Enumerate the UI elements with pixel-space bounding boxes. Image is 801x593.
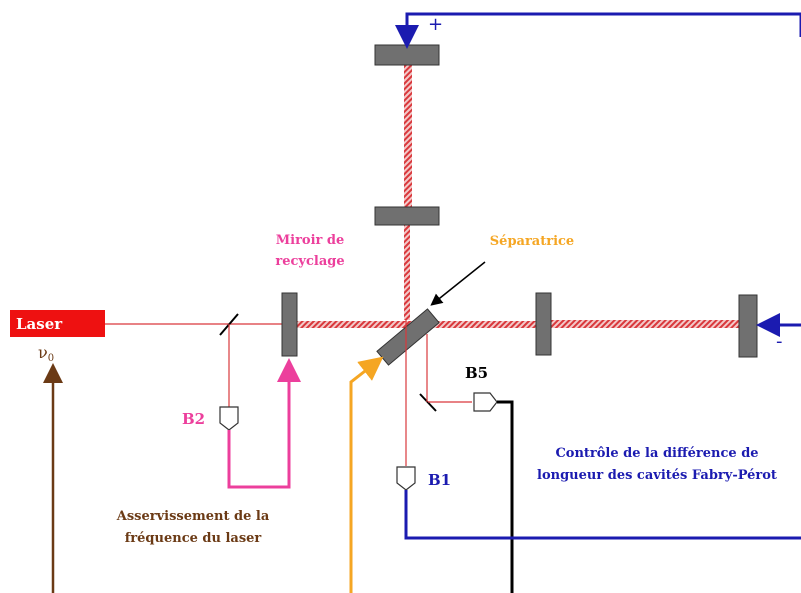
recycling-mirror-label-line2: recyclage <box>275 254 344 269</box>
b5-signal-line <box>497 400 514 593</box>
north-mirror-control-line <box>395 12 801 49</box>
recycling-control-loop <box>227 358 301 489</box>
north-end-mirror <box>374 44 440 66</box>
plus-sign: + <box>428 14 443 35</box>
photodiode-b2 <box>219 406 239 431</box>
b2-label: B2 <box>182 410 205 428</box>
north-arm-fabry-perot-beam <box>404 65 412 208</box>
b1-signal-line <box>404 490 801 540</box>
control-label-line2: longueur des cavités Fabry-Pérot <box>537 468 777 483</box>
north-arm-beam <box>404 225 410 320</box>
recycling-mirror-label-line1: Miroir de <box>276 233 345 248</box>
splitter-label: Séparatrice <box>490 234 574 249</box>
recycling-mirror <box>281 292 298 357</box>
photodiode-b1 <box>396 466 416 491</box>
laser-label: Laser <box>16 315 63 333</box>
east-end-mirror <box>738 294 758 358</box>
b5-label: B5 <box>465 364 488 382</box>
nu0-subscript: 0 <box>48 353 54 364</box>
splitter-control-loop <box>349 356 384 593</box>
frequency-label-line2: fréquence du laser <box>125 531 262 546</box>
control-label-line1: Contrôle de la différence de <box>555 446 758 461</box>
laser-source <box>10 310 105 337</box>
nu0-symbol: ν <box>38 343 48 362</box>
nu0-label: ν0 <box>38 343 54 364</box>
minus-sign: - <box>776 331 783 352</box>
b1-label: B1 <box>428 471 451 489</box>
east-input-mirror <box>535 292 552 356</box>
frequency-label-line1: Asservissement de la <box>116 509 270 524</box>
east-arm-fabry-perot-beam <box>551 320 739 328</box>
splitter-pointer-arrow <box>430 261 486 306</box>
photodiode-b5 <box>473 392 498 412</box>
north-input-mirror <box>374 206 440 226</box>
